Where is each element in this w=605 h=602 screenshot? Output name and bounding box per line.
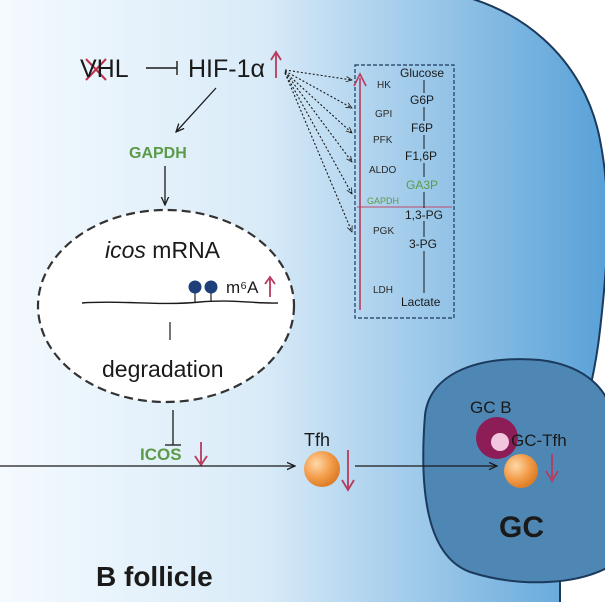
b-follicle-label: B follicle xyxy=(96,561,213,592)
enzyme-hk: HK xyxy=(377,80,391,91)
metabolite-f16p: F1,6P xyxy=(405,149,438,163)
icos-label: ICOS xyxy=(140,445,182,464)
vhl-knockout-cross xyxy=(85,58,107,81)
gc-region-label: GC xyxy=(499,511,544,544)
tfh-label: Tfh xyxy=(304,430,331,450)
enzyme-gpi: GPI xyxy=(375,109,393,120)
icos-down-arrow xyxy=(194,442,208,467)
gc-tfh-contact xyxy=(491,433,509,451)
gc-tfh-cell xyxy=(504,454,538,488)
m6a-site-2 xyxy=(204,280,218,294)
gc-tfh-label: GC-Tfh xyxy=(511,431,567,450)
hif-to-enzyme-arrows xyxy=(284,69,352,232)
enzyme-ldh: LDH xyxy=(373,285,394,296)
enzyme-gapdh: GAPDH xyxy=(367,196,400,206)
mrna-gene-name: icos xyxy=(105,237,146,263)
gc-tfh-down-arrow xyxy=(545,454,559,483)
tfh-down-arrow xyxy=(341,450,355,492)
m6a-site-1 xyxy=(188,280,202,294)
mrna-label: icos mRNA xyxy=(105,239,220,262)
gc-b-label: GC B xyxy=(470,398,512,417)
mrna-suffix: mRNA xyxy=(145,237,221,263)
degradation-label: degradation xyxy=(102,356,224,382)
metabolite-3pg: 3-PG xyxy=(409,237,438,251)
glycolysis-up-arrowhead xyxy=(353,72,367,87)
hif-1a-label: HIF-1α xyxy=(188,55,265,83)
enzyme-aldo: ALDO xyxy=(369,165,397,176)
metabolite-13pg: 1,3-PG xyxy=(405,208,444,222)
hif-to-gapdh-arrow xyxy=(176,87,217,132)
tfh-cell xyxy=(304,451,340,487)
m6a-label: m⁶A xyxy=(226,278,259,297)
mrna-oval xyxy=(36,208,296,404)
enzyme-pgk: PGK xyxy=(373,226,395,237)
gapdh-label: GAPDH xyxy=(129,145,187,162)
metabolite-lactate: Lactate xyxy=(401,295,441,309)
metabolite-ga3p: GA3P xyxy=(406,178,439,192)
m6a-up-arrow xyxy=(264,275,276,297)
enzyme-pfk: PFK xyxy=(373,135,393,146)
metabolite-f6p: F6P xyxy=(411,121,434,135)
metabolite-g6p: G6P xyxy=(410,93,435,107)
hif-up-arrow xyxy=(270,50,282,78)
glycolysis-box xyxy=(354,64,455,319)
metabolite-glucose: Glucose xyxy=(400,66,445,80)
vhl-label: VHL xyxy=(80,55,129,83)
mrna-strand xyxy=(81,300,279,305)
